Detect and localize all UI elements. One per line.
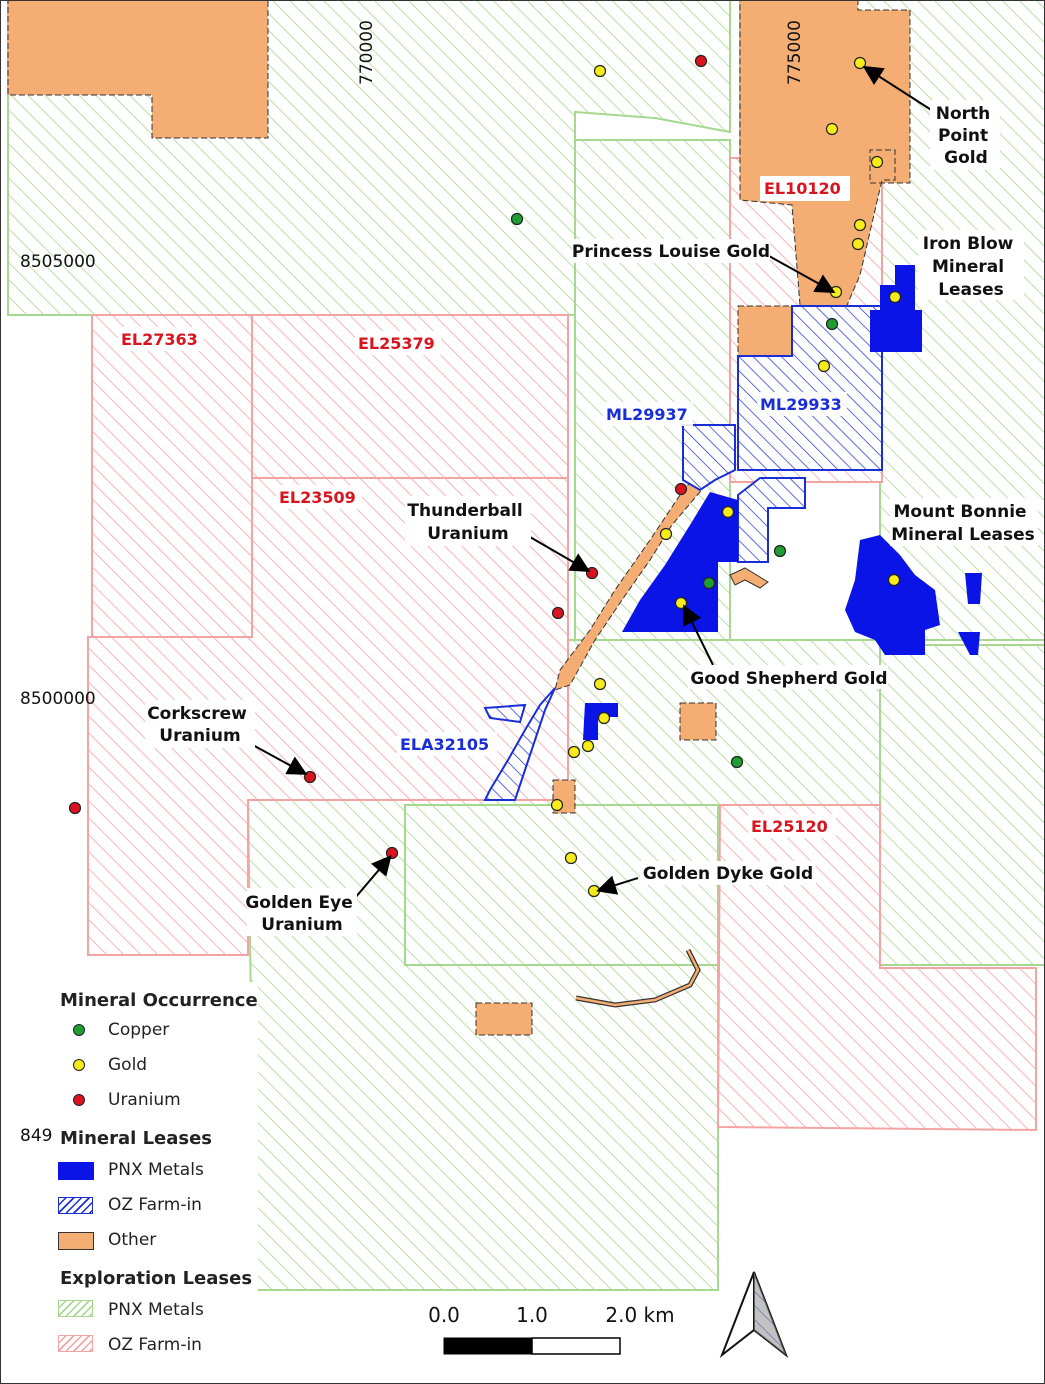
mineral-occurrences <box>68 54 902 898</box>
north-point-gold-label: North Point Gold <box>936 104 996 168</box>
copper-occurrence <box>773 544 787 558</box>
el10120-label: EL10120 <box>764 179 841 198</box>
uranium-occurrence <box>303 770 317 784</box>
callout-arrows <box>239 65 937 899</box>
golden-eye-uranium-label: Golden Eye Uranium <box>245 893 358 935</box>
uranium-occurrence <box>68 801 82 815</box>
scale-label-2: 2.0 km <box>605 1303 674 1327</box>
pnx-mineral-leases <box>583 265 982 740</box>
gold-occurrence <box>817 359 831 373</box>
legend-copper-label: Copper <box>108 1020 170 1040</box>
gold-occurrence <box>829 285 843 299</box>
scale-label-1: 1.0 <box>516 1303 548 1327</box>
map-legend: Mineral Occurrence Copper Gold Uranium M… <box>48 982 258 1362</box>
gold-occurrence <box>659 527 673 541</box>
el23509-label: EL23509 <box>279 488 356 507</box>
northing-truncated-label: 849 <box>20 1126 53 1146</box>
corkscrew-uranium-label: Corkscrew Uranium <box>147 704 253 746</box>
legend-pnx-mineral-swatch <box>58 1162 94 1180</box>
uranium-occurrence <box>694 54 708 68</box>
gold-occurrence <box>887 573 901 587</box>
uranium-occurrence <box>585 566 599 580</box>
grid-coordinate-labels: 770000 775000 8505000 8500000 <box>20 20 805 709</box>
northing-8500000-label: 8500000 <box>20 689 96 709</box>
oz-mineral-leases <box>483 305 883 801</box>
copper-occurrence <box>702 576 716 590</box>
gold-occurrence <box>581 739 595 753</box>
el25120-label: EL25120 <box>751 817 828 836</box>
gold-occurrence <box>593 677 607 691</box>
gold-occurrence <box>851 237 865 251</box>
legend-gold-label: Gold <box>108 1055 148 1075</box>
grid-crosses <box>355 250 800 705</box>
ml29937-label: ML29937 <box>606 405 688 424</box>
ml29933-label: ML29933 <box>760 395 842 414</box>
good-shepherd-gold-label: Good Shepherd Gold <box>690 669 887 689</box>
legend-uranium-label: Uranium <box>108 1090 181 1110</box>
gold-occurrence <box>853 218 867 232</box>
legend-mineral-leases-title: Mineral Leases <box>60 1128 213 1149</box>
legend-other-label: Other <box>108 1230 157 1250</box>
thunderball-uranium-label: Thunderball Uranium <box>407 501 528 544</box>
other-mineral-leases <box>7 0 911 1036</box>
north-arrow-icon <box>719 1271 789 1359</box>
scale-label-0: 0.0 <box>428 1303 460 1327</box>
legend-pnx-exploration-swatch <box>58 1300 93 1317</box>
gold-occurrence <box>567 745 581 759</box>
ela32105-label: ELA32105 <box>400 735 489 754</box>
legend-pnx-exploration-label: PNX Metals <box>108 1300 204 1320</box>
gold-occurrence <box>888 290 902 304</box>
gold-occurrence <box>870 155 884 169</box>
legend-exploration-leases-title: Exploration Leases <box>60 1268 253 1289</box>
copper-occurrence <box>730 755 744 769</box>
gold-occurrence <box>825 122 839 136</box>
gold-occurrence <box>550 798 564 812</box>
ela32105-area <box>483 687 556 801</box>
scale-bar: 0.0 1.0 2.0 km <box>428 1303 675 1355</box>
easting-775000-label: 775000 <box>785 20 805 85</box>
gold-occurrence <box>593 64 607 78</box>
iron-blow-label: Iron Blow Mineral Leases <box>923 234 1020 300</box>
gold-occurrence <box>564 851 578 865</box>
legend-gold-icon <box>73 1059 85 1071</box>
princess-louise-gold-label: Princess Louise Gold <box>572 242 770 262</box>
uranium-occurrence <box>551 606 565 620</box>
legend-other-swatch <box>58 1232 94 1250</box>
copper-occurrence <box>510 212 524 226</box>
ml29937-area <box>682 424 736 492</box>
copper-occurrence <box>825 317 839 331</box>
legend-oz-mineral-swatch <box>58 1197 93 1214</box>
gold-occurrence <box>597 711 611 725</box>
callout-labels: North Point Gold Princess Louise Gold Ir… <box>145 100 1038 936</box>
legend-mineral-occurrence-title: Mineral Occurrence <box>60 990 258 1011</box>
northing-8505000-label: 8505000 <box>20 252 96 272</box>
gold-occurrence <box>721 505 735 519</box>
golden-dyke-gold-label: Golden Dyke Gold <box>643 864 813 884</box>
legend-oz-exploration-label: OZ Farm-in <box>108 1335 202 1355</box>
el27363-label: EL27363 <box>121 330 198 349</box>
uranium-occurrence <box>674 482 688 496</box>
legend-copper-icon <box>73 1024 85 1036</box>
gold-occurrence <box>674 596 688 610</box>
lease-labels: EL27363 EL25379 EL23509 EL10120 EL25120 … <box>118 176 850 838</box>
easting-770000-label: 770000 <box>357 20 377 85</box>
el27363-area <box>91 314 253 638</box>
legend-pnx-mineral-label: PNX Metals <box>108 1160 204 1180</box>
gold-occurrence <box>587 884 601 898</box>
legend-oz-exploration-swatch <box>58 1335 93 1352</box>
el23509-area <box>87 477 569 956</box>
legend-oz-mineral-label: OZ Farm-in <box>108 1195 202 1215</box>
uranium-occurrence <box>385 846 399 860</box>
mount-bonnie-label: Mount Bonnie Mineral Leases <box>891 502 1035 545</box>
el25379-label: EL25379 <box>358 334 435 353</box>
gold-occurrence <box>853 56 867 70</box>
legend-uranium-icon <box>73 1094 85 1106</box>
el25120-area <box>716 804 1037 1132</box>
